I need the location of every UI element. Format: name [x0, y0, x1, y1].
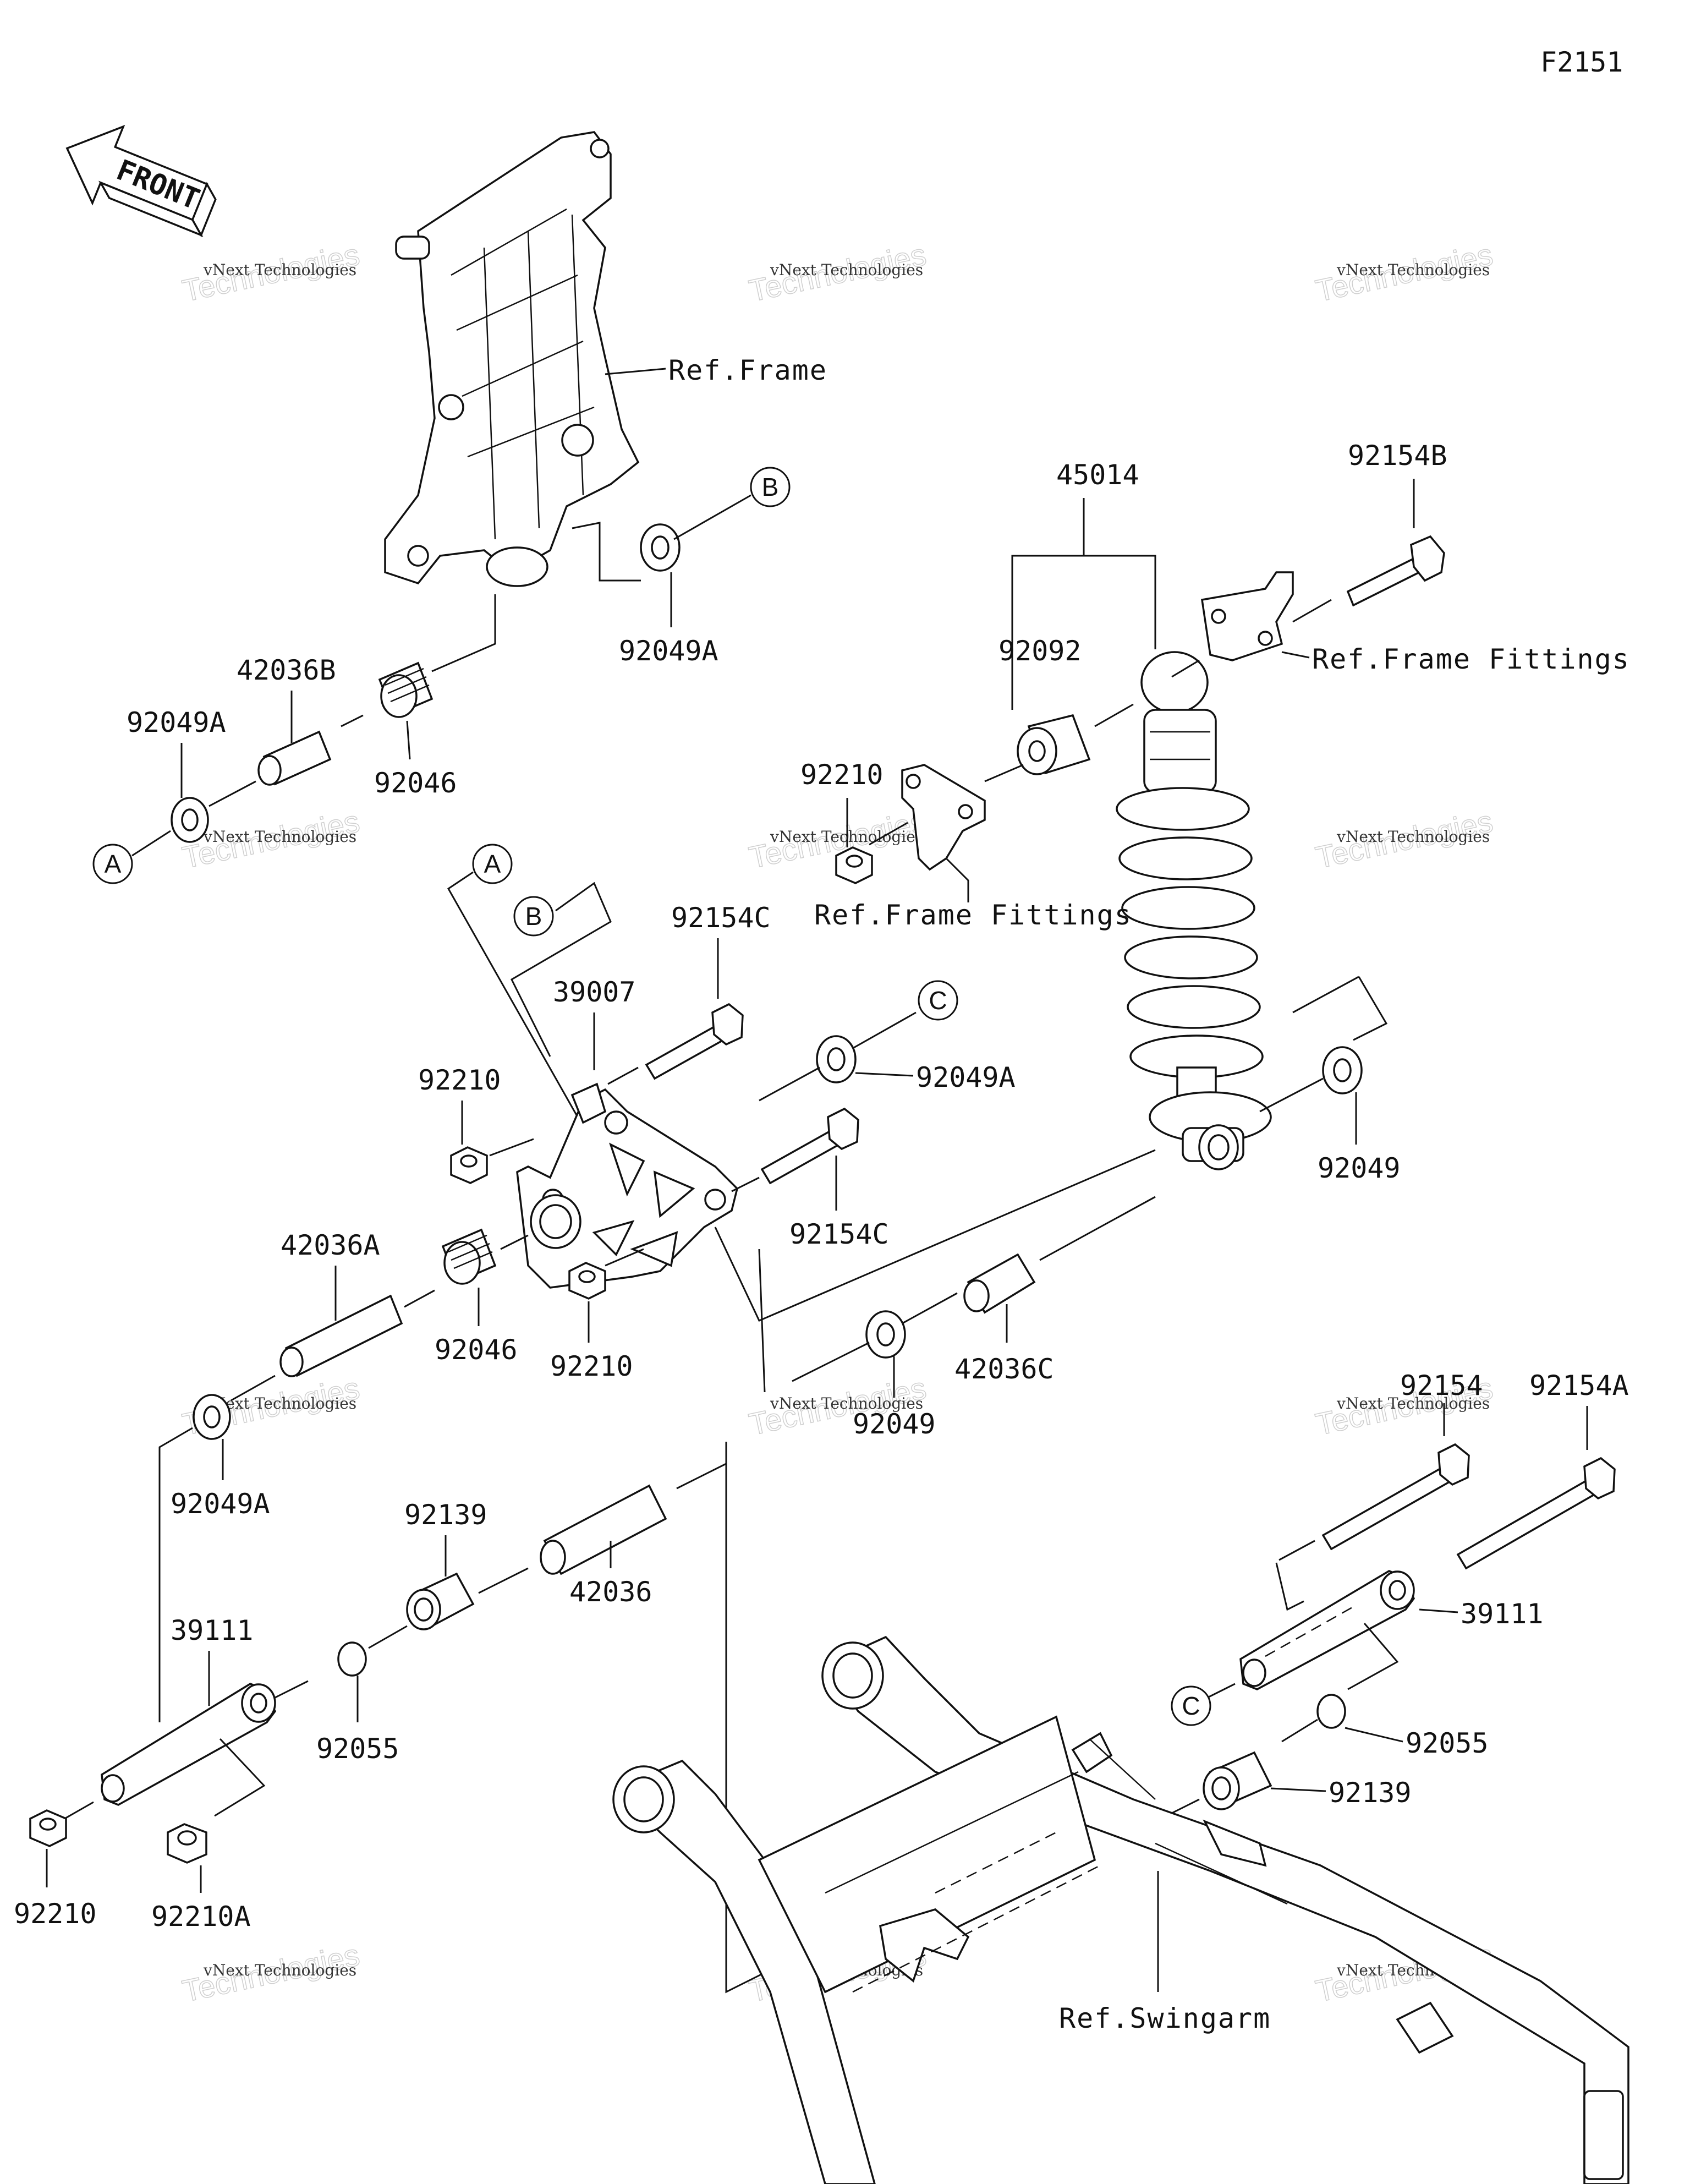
- part-92154C-top: 92154C: [671, 902, 771, 934]
- frame-fitting-top: [1201, 571, 1294, 661]
- frame-fitting-mid: [901, 764, 986, 871]
- washer-92049A-low: [193, 1394, 231, 1440]
- part-39111-right: 39111: [1461, 1598, 1544, 1630]
- svg-text:B: B: [762, 473, 779, 501]
- part-39007: 39007: [553, 976, 636, 1008]
- part-92154A: 92154A: [1529, 1370, 1629, 1402]
- tie-rod-39111-left: [101, 1683, 277, 1806]
- svg-text:B: B: [525, 902, 542, 930]
- part-92055-right: 92055: [1406, 1727, 1489, 1759]
- sleeve-42036C: [963, 1253, 1036, 1314]
- frame-drawing: [384, 131, 640, 587]
- ref-frame-fittings-top: Ref.Frame Fittings: [1312, 643, 1630, 675]
- callout-c-low: C: [1171, 1685, 1211, 1726]
- part-92154: 92154: [1400, 1370, 1483, 1402]
- watermark-text: vNext Technologies: [1336, 828, 1490, 846]
- ref-swingarm-label: Ref.Swingarm: [1059, 2002, 1271, 2034]
- bearing-92046-mid: [441, 1228, 497, 1285]
- callout-a-left: A: [92, 844, 133, 884]
- part-92055-left: 92055: [316, 1733, 399, 1765]
- part-92210-mid: 92210: [550, 1350, 633, 1382]
- ref-frame-label: Ref.Frame: [668, 354, 827, 386]
- part-92049-right: 92049: [1318, 1152, 1401, 1184]
- bolt-92154A: [1456, 1457, 1616, 1570]
- washer-92049A-mid: [816, 1035, 857, 1083]
- part-92049A-low: 92049A: [171, 1488, 270, 1520]
- oring-92055-left: [337, 1641, 367, 1677]
- washer-92049A: [640, 523, 681, 572]
- nut-92210-left: [450, 1146, 488, 1184]
- part-92210A: 92210A: [151, 1901, 251, 1933]
- bushing-92092: [1017, 714, 1091, 775]
- part-42036A: 42036A: [281, 1229, 380, 1261]
- sleeve-42036A: [279, 1294, 403, 1377]
- watermark-text: vNext Technologies: [203, 261, 356, 279]
- part-92210-left: 92210: [418, 1064, 501, 1096]
- part-45014: 45014: [1056, 459, 1139, 491]
- collar-92139-right: [1203, 1751, 1272, 1810]
- shock-absorber: [1116, 651, 1272, 1170]
- diagram-id: F2151: [1540, 46, 1623, 78]
- nut-92210-mid: [568, 1262, 606, 1300]
- watermark-text: vNext Technologies: [770, 261, 923, 279]
- nut-92210A: [167, 1823, 207, 1864]
- collar-92139-left: [406, 1572, 475, 1630]
- svg-text:C: C: [929, 986, 947, 1015]
- callout-b-top: B: [750, 467, 791, 507]
- sleeve-42036B: [257, 730, 332, 786]
- watermark-text: vNext Technologies: [203, 1961, 356, 1979]
- watermark-text: vNext Technologies: [203, 828, 356, 846]
- bolt-92154B: [1346, 535, 1445, 607]
- tie-rod-39111-right: [1239, 1570, 1415, 1690]
- part-92046: 92046: [374, 767, 457, 799]
- part-42036: 42036: [569, 1576, 652, 1608]
- callout-c-mid: C: [918, 980, 958, 1021]
- part-42036C: 42036C: [954, 1353, 1054, 1385]
- watermark-text: vNext Technologies: [770, 1394, 923, 1413]
- part-92139-left: 92139: [404, 1499, 487, 1531]
- part-92049A-left: 92049A: [127, 707, 226, 738]
- bolt-92154: [1321, 1443, 1470, 1551]
- ref-frame-fittings-mid: Ref.Frame Fittings: [814, 899, 1132, 931]
- part-92139-right: 92139: [1329, 1777, 1412, 1809]
- rocker-39007: [516, 1082, 738, 1289]
- front-arrow-icon: FRONT: [65, 124, 217, 238]
- watermark-text: vNext Technologies: [1336, 261, 1490, 279]
- part-92154C-mid: 92154C: [789, 1218, 889, 1250]
- svg-text:C: C: [1182, 1692, 1200, 1720]
- part-92210-fitting: 92210: [800, 759, 884, 791]
- part-42036B: 42036B: [237, 654, 336, 686]
- part-92092: 92092: [998, 635, 1082, 667]
- oring-92055-right: [1316, 1694, 1346, 1729]
- washer-92049-right: [1322, 1046, 1363, 1094]
- part-92210-low: 92210: [14, 1898, 97, 1930]
- nut-92210-fitting: [835, 846, 873, 884]
- bolt-92154C-top: [645, 1003, 744, 1080]
- part-92046-mid: 92046: [435, 1334, 518, 1366]
- swingarm: [612, 1635, 1629, 2184]
- svg-text:A: A: [105, 850, 122, 878]
- part-92049A-mid: 92049A: [916, 1061, 1016, 1093]
- watermark-text: vNext Technologies: [1336, 1394, 1490, 1413]
- sleeve-42036: [540, 1484, 667, 1575]
- part-92154B: 92154B: [1348, 440, 1447, 472]
- part-39111-left: 39111: [171, 1614, 254, 1646]
- bolt-92154C-mid: [760, 1107, 859, 1185]
- callout-b-mid: B: [513, 896, 554, 937]
- washer-92049A-left: [171, 797, 209, 843]
- callout-a-mid: A: [472, 844, 513, 884]
- bearing-92046: [378, 661, 434, 718]
- washer-92049-mid: [865, 1310, 906, 1359]
- part-92049A: 92049A: [619, 635, 718, 667]
- part-92049-mid: 92049: [853, 1408, 936, 1440]
- nut-92210-low: [29, 1809, 67, 1847]
- svg-text:A: A: [484, 850, 501, 878]
